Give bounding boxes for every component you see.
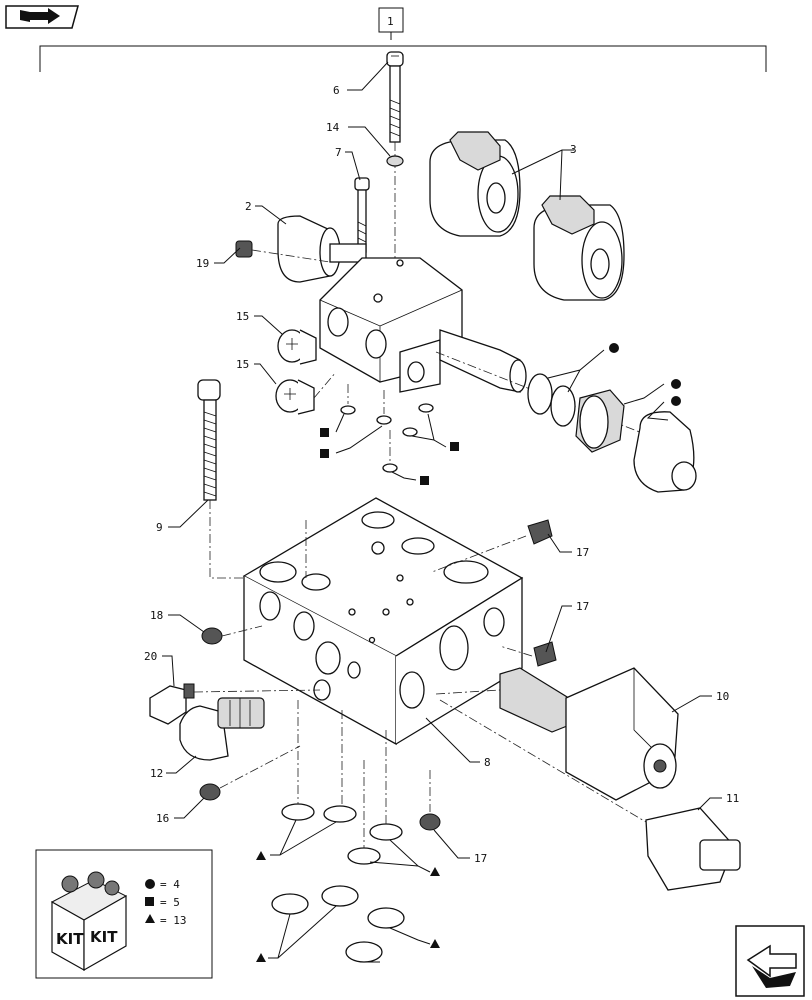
triangle-marker bbox=[256, 953, 266, 962]
part-15-plug-upper bbox=[277, 329, 317, 365]
callout-18: 18 bbox=[150, 609, 163, 622]
part-17-plug-bottom bbox=[419, 770, 441, 831]
part-16-plug bbox=[199, 745, 301, 801]
circle-marker bbox=[671, 379, 681, 389]
callout-20: 20 bbox=[144, 650, 157, 663]
legend-triangle-icon bbox=[145, 914, 155, 923]
part-8-manifold-block bbox=[242, 497, 524, 746]
triangle-marker bbox=[430, 939, 440, 948]
triangle-marker bbox=[430, 867, 440, 876]
pilot-seals bbox=[340, 384, 434, 473]
callout-12: 12 bbox=[150, 767, 163, 780]
callout-16: 16 bbox=[156, 812, 169, 825]
legend-circle-value: = 4 bbox=[160, 878, 180, 891]
part-2-valve-cartridge bbox=[277, 215, 367, 283]
callout-3: 3 bbox=[570, 143, 577, 156]
callout-8: 8 bbox=[484, 756, 491, 769]
part-15-plug-lower bbox=[275, 371, 337, 415]
part-3-coil-lower bbox=[533, 195, 625, 301]
callout-17-right: 17 bbox=[576, 600, 589, 613]
square-marker bbox=[450, 442, 459, 451]
book-arrow-icon[interactable] bbox=[5, 5, 79, 29]
assembly-ref-label: 1 bbox=[387, 15, 394, 28]
bottom-o-rings bbox=[271, 700, 405, 963]
callout-14: 14 bbox=[326, 121, 340, 134]
callout-7: 7 bbox=[335, 146, 342, 159]
leader-lines bbox=[162, 61, 722, 963]
triangle-marker bbox=[256, 851, 266, 860]
callout-17-bottom: 17 bbox=[474, 852, 487, 865]
circle-marker bbox=[609, 343, 619, 353]
square-marker bbox=[420, 476, 429, 485]
square-marker bbox=[320, 428, 329, 437]
legend-triangle-value: = 13 bbox=[160, 914, 187, 927]
callout-11: 11 bbox=[726, 792, 739, 805]
part-10-solenoid-valve bbox=[435, 667, 679, 801]
circle-marker bbox=[671, 396, 681, 406]
kit-box-text-left: KIT bbox=[56, 930, 84, 948]
callout-2: 2 bbox=[245, 200, 252, 213]
square-marker bbox=[320, 449, 329, 458]
part-14-washer bbox=[386, 155, 404, 167]
assembly-bracket: 1 bbox=[39, 7, 767, 72]
part-18-plug bbox=[201, 625, 263, 645]
part-7-bolt bbox=[354, 177, 370, 253]
callout-19: 19 bbox=[196, 257, 209, 270]
return-arrow-icon[interactable] bbox=[735, 925, 805, 997]
kit-legend-box: KIT KIT = 4 = 5 = 13 bbox=[35, 849, 213, 979]
kit-box-text-right: KIT bbox=[90, 928, 118, 946]
legend-square-icon bbox=[145, 897, 154, 906]
legend-square-value: = 5 bbox=[160, 896, 180, 909]
callout-15-lower: 15 bbox=[236, 358, 249, 371]
part-19-plug bbox=[235, 240, 331, 263]
part-17-plug-right bbox=[499, 641, 557, 667]
cartridge-seals bbox=[527, 373, 697, 493]
kit-markers bbox=[256, 343, 681, 962]
callout-15-upper: 15 bbox=[236, 310, 249, 323]
part-17-plug-top bbox=[431, 519, 553, 573]
legend-circle-icon bbox=[145, 879, 155, 889]
callout-9: 9 bbox=[156, 521, 163, 534]
callout-17-top: 17 bbox=[576, 546, 589, 559]
part-3-coil-upper bbox=[429, 131, 521, 237]
part-20-plug bbox=[149, 683, 321, 725]
part-6-bolt bbox=[386, 51, 404, 260]
pilot-valve-body bbox=[319, 257, 463, 393]
callout-labels: 6 14 7 2 3 19 15 15 9 17 17 18 20 10 8 1… bbox=[144, 84, 739, 865]
part-12-relief-valve bbox=[179, 697, 265, 761]
callout-6: 6 bbox=[333, 84, 340, 97]
callout-10: 10 bbox=[716, 690, 729, 703]
